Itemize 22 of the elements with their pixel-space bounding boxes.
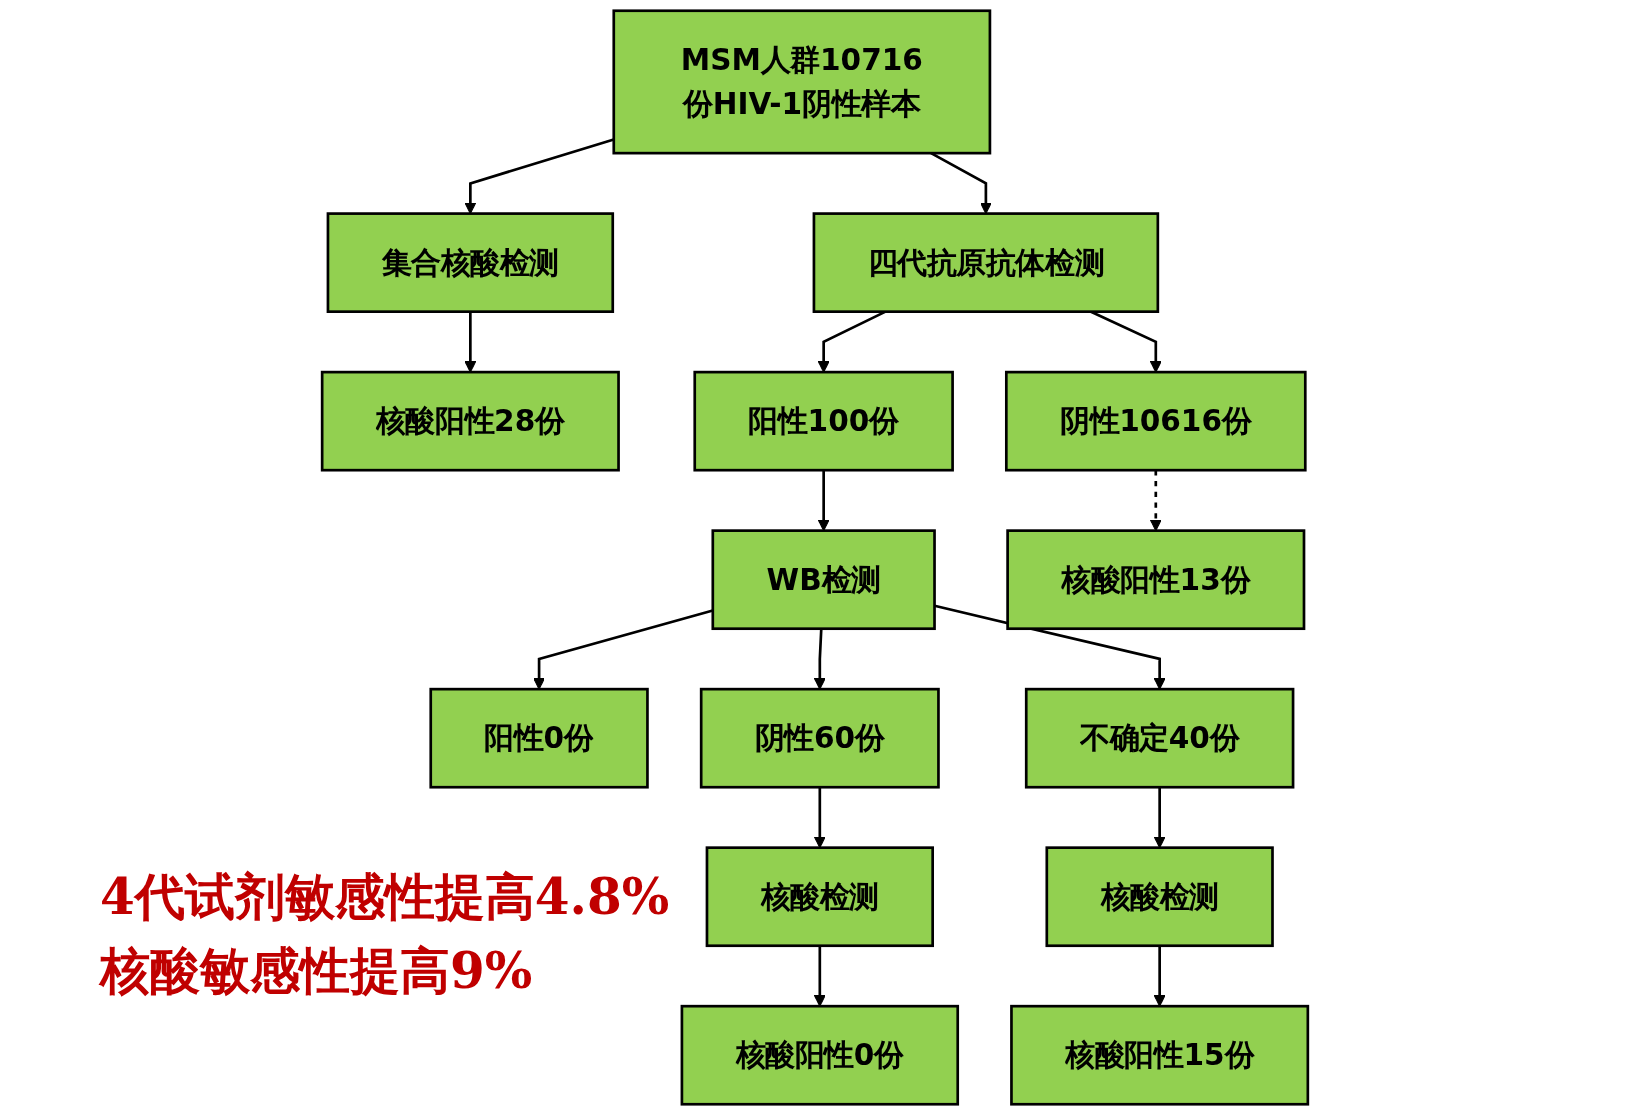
node-box: 核酸阳性13份 <box>1006 529 1306 631</box>
note-text: 核酸敏感性提高9% <box>100 940 534 1002</box>
arrow <box>813 628 826 690</box>
node-box: 集合核酸检测 <box>326 212 615 313</box>
node-box: 核酸阳性15份 <box>1010 1004 1310 1106</box>
node-box: 核酸检测 <box>705 846 934 948</box>
arrow <box>813 945 826 1007</box>
node-box: 阳性100份 <box>693 370 954 472</box>
arrow <box>1153 945 1166 1007</box>
node-box: 核酸检测 <box>1045 846 1274 948</box>
node-box: 阴性10616份 <box>1004 370 1307 472</box>
node-box: 核酸阳性28份 <box>320 370 620 472</box>
node-box: WB检测 <box>711 529 936 631</box>
note-text: 4代试剂敏感性提高4.8% <box>100 866 670 928</box>
node-box: MSM人群10716份HIV-1阴性样本 <box>612 9 992 155</box>
node-box: 核酸阳性0份 <box>680 1004 960 1106</box>
arrow <box>934 604 1166 690</box>
node-box: 不确定40份 <box>1024 687 1295 789</box>
arrow <box>464 311 477 373</box>
node-box: 四代抗原抗体检测 <box>812 212 1160 313</box>
node-box: 阳性0份 <box>429 687 649 789</box>
node-box: 阴性60份 <box>699 687 940 789</box>
